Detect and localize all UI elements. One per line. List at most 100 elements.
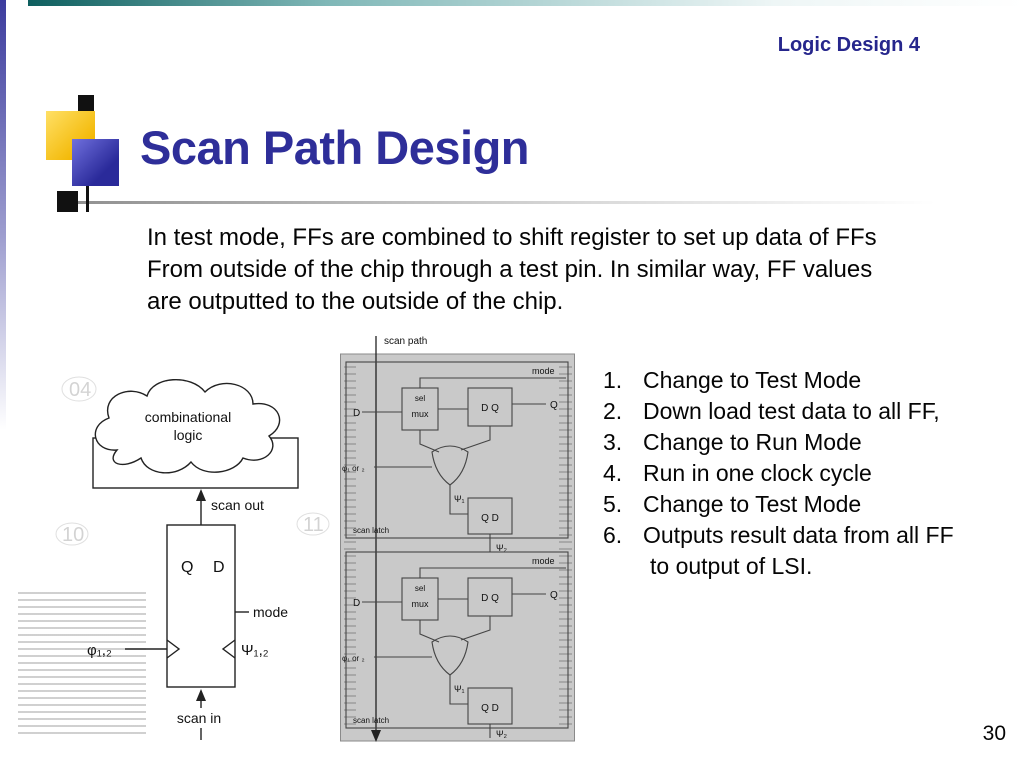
- scan-out-label: scan out: [211, 497, 264, 513]
- scan-latch-cell-1: mode sel mux D D Q Q φ₁ or ₂ Ψ₁ Q D Ψ₂ s…: [342, 361, 569, 553]
- step-item: 4. Run in one clock cycle: [603, 458, 954, 489]
- step-label: Outputs result data from all FF: [643, 522, 954, 548]
- cell-border: [345, 361, 569, 539]
- step-label: Run in one clock cycle: [643, 460, 872, 486]
- or-gate: [431, 635, 469, 676]
- step-item-continuation: to output of LSI.: [603, 551, 954, 582]
- scan-latch-label: scan latch: [353, 716, 389, 725]
- page-number: 30: [982, 722, 1006, 745]
- ff1-dq-label: D Q: [481, 593, 499, 604]
- artifact-number: 11: [303, 514, 324, 536]
- cloud-label-line1: combinational: [145, 409, 231, 425]
- body-paragraph: In test mode, FFs are combined to shift …: [147, 222, 957, 318]
- ff-d-label: D: [213, 559, 225, 576]
- mux-orgate-wire: [419, 430, 440, 453]
- ff1-orgate-wire: [460, 426, 491, 451]
- course-header: Logic Design 4: [777, 34, 920, 56]
- cell-q-label: Q: [550, 590, 558, 601]
- step-label: Change to Test Mode: [643, 491, 862, 517]
- step-number: 2.: [603, 398, 623, 424]
- scan-noise: [559, 366, 572, 730]
- step-item: 2. Down load test data to all FF,: [603, 396, 954, 427]
- body-line-2: From outside of the chip through a test …: [147, 256, 873, 283]
- mode-label: mode: [253, 604, 288, 620]
- scan-in-label: scan in: [177, 710, 221, 726]
- or-gate: [431, 445, 469, 486]
- psi1-label: Ψ₁: [454, 684, 465, 694]
- artifact-number: 10: [62, 524, 84, 546]
- step-number: 4.: [603, 460, 623, 486]
- step-label: Change to Test Mode: [643, 367, 862, 393]
- scan-latch-cell-2: mode sel mux D D Q Q φ₁ or ₂ Ψ₁ Q D Ψ₂ s…: [342, 551, 569, 739]
- psi2-label: Ψ₂: [496, 729, 508, 739]
- flip-flop-rect: [166, 524, 236, 688]
- ff2-qd-label: Q D: [481, 513, 499, 524]
- mode-wire: [419, 377, 566, 388]
- step-number: 6.: [603, 522, 623, 548]
- body-line-1: In test mode, FFs are combined to shift …: [147, 224, 877, 251]
- left-gradient-strip: [0, 0, 6, 430]
- cell-phi-label: φ₁ or ₂: [342, 464, 365, 473]
- step-label: Down load test data to all FF,: [643, 398, 940, 424]
- ff1-dq-label: D Q: [481, 403, 499, 414]
- cell-mode-label: mode: [532, 366, 555, 376]
- step-item: 5. Change to Test Mode: [603, 489, 954, 520]
- scan-in-label-bg: [167, 708, 231, 728]
- mux-sel-label: sel: [415, 394, 425, 403]
- cell-d-label: D: [353, 408, 360, 419]
- clock-triangle-left: [166, 639, 181, 659]
- phi-label: φ₁,₂: [87, 642, 112, 659]
- flip-flop-block: [125, 489, 249, 740]
- step-label: to output of LSI.: [650, 553, 813, 579]
- body-line-3: are outputted to the outside of the chip…: [147, 288, 564, 315]
- scan-path-arrowhead: [371, 730, 381, 742]
- test-steps-list: 1. Change to Test Mode 2. Down load test…: [603, 365, 954, 582]
- artifact-number: 04: [69, 379, 91, 401]
- mux-orgate-wire: [419, 620, 440, 643]
- cloud-shape: [94, 379, 281, 474]
- psi-label: Ψ₁,₂: [241, 642, 269, 659]
- ff-q-label: Q: [181, 559, 193, 576]
- step-number: [603, 551, 643, 582]
- scan-path-label: scan path: [384, 336, 427, 347]
- ff2-qd-label: Q D: [481, 703, 499, 714]
- scan-latch-label: scan latch: [353, 526, 389, 535]
- cell-q-label: Q: [550, 400, 558, 411]
- cell-d-label: D: [353, 598, 360, 609]
- scan-noise: [18, 592, 146, 734]
- mux-label: mux: [411, 409, 429, 419]
- step-item: 3. Change to Run Mode: [603, 427, 954, 458]
- step-number: 5.: [603, 491, 623, 517]
- mux-sel-label: sel: [415, 584, 425, 593]
- mode-wire: [419, 567, 566, 578]
- orgate-ff2-wire: [449, 485, 468, 515]
- scan-noise: [344, 366, 356, 730]
- step-number: 3.: [603, 429, 623, 455]
- step-item: 1. Change to Test Mode: [603, 365, 954, 396]
- scan-figure-panel: [340, 353, 575, 742]
- ff1-orgate-wire: [460, 616, 491, 641]
- deco-black-square-top: [78, 95, 94, 111]
- title-underline: [64, 201, 936, 204]
- deco-blue-square: [72, 139, 119, 186]
- orgate-ff2-wire: [449, 675, 468, 705]
- cloud-label-line2: logic: [174, 427, 203, 443]
- deco-black-square-bottom: [57, 191, 78, 212]
- cell-mode-label: mode: [532, 556, 555, 566]
- scan-in-arrowhead: [196, 689, 206, 701]
- mux-label: mux: [411, 599, 429, 609]
- clock-triangle-right: [221, 639, 236, 659]
- cell-border: [345, 551, 569, 729]
- cell-phi-label: φ₁ or ₂: [342, 654, 365, 663]
- top-gradient-strip: [28, 0, 1024, 6]
- ff-diagram-figure: 04 10 11 combinational logic scan out Q …: [55, 376, 330, 740]
- scan-path-figure: scan path mode sel mux D D Q Q φ₁ or ₂ Ψ…: [340, 336, 575, 742]
- step-label: Change to Run Mode: [643, 429, 862, 455]
- scan-out-arrowhead: [196, 489, 206, 501]
- psi1-label: Ψ₁: [454, 494, 465, 504]
- combinational-logic-block: [92, 379, 299, 489]
- step-item: 6. Outputs result data from all FF: [603, 520, 954, 551]
- psi2-label: Ψ₂: [496, 543, 508, 553]
- step-number: 1.: [603, 367, 623, 393]
